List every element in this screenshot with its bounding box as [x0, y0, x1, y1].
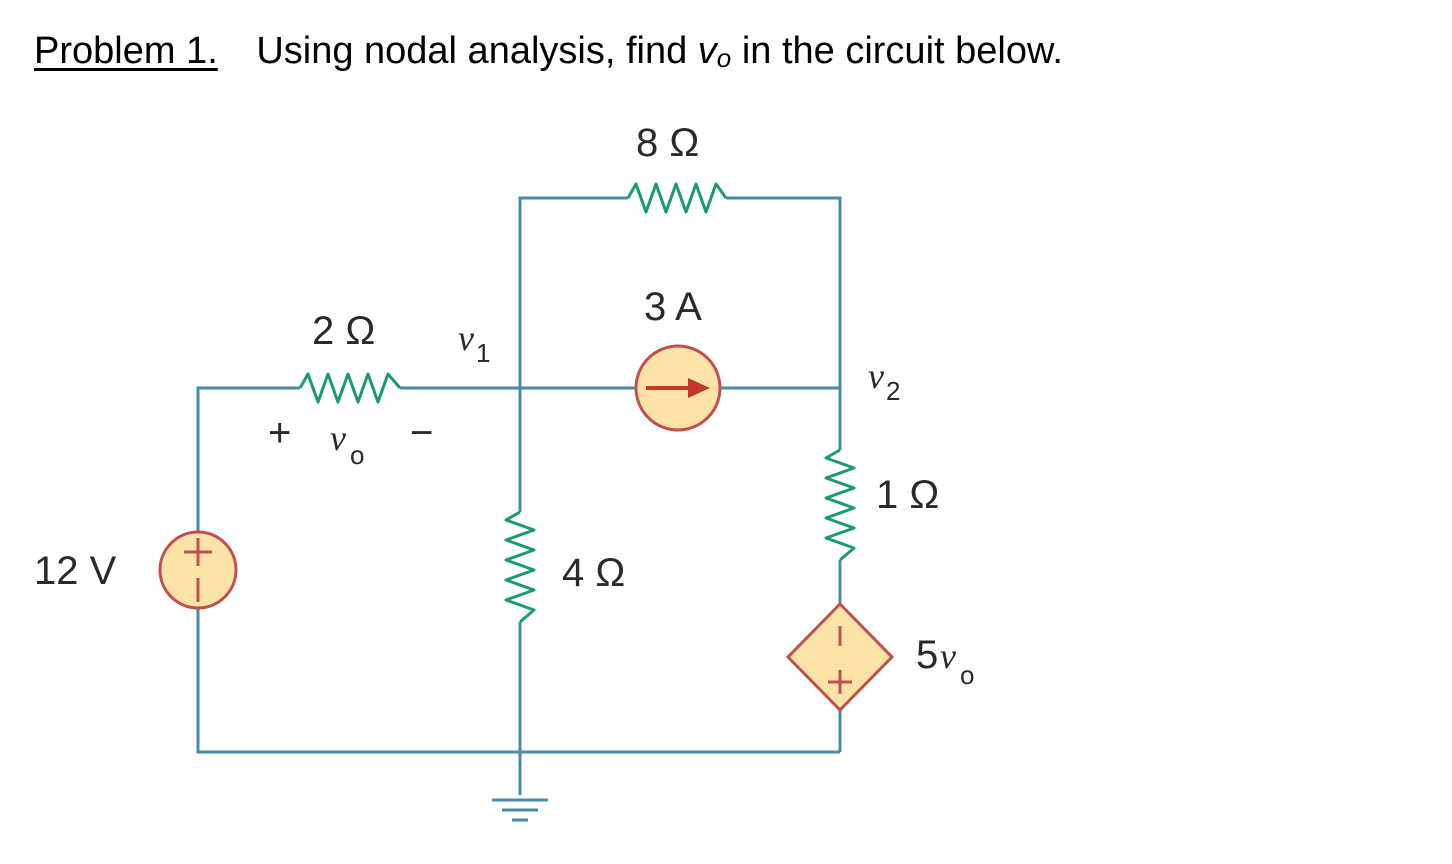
- problem-text-before: Using nodal analysis, find: [256, 30, 698, 72]
- label-vo-plus: +: [268, 411, 291, 455]
- resistor-2ohm: [298, 372, 402, 404]
- problem-statement: Problem 1. Using nodal analysis, find vo…: [34, 30, 1063, 73]
- label-dep-var: v: [940, 636, 956, 676]
- label-v1: v: [458, 318, 474, 358]
- label-8ohm: 8 Ω: [636, 121, 699, 165]
- resistor-4ohm: [504, 510, 536, 624]
- label-vo-sub: o: [350, 440, 364, 470]
- resistor-1ohm: [824, 448, 856, 562]
- label-1ohm: 1 Ω: [876, 473, 939, 517]
- label-dep-coef: 5: [916, 633, 938, 677]
- problem-var-sub: o: [716, 43, 732, 73]
- resistor-8ohm: [626, 182, 728, 214]
- label-3a: 3 A: [644, 285, 702, 329]
- label-v2-sub: 2: [886, 376, 900, 406]
- arrow-right-icon: [688, 378, 710, 398]
- ground-icon: [492, 798, 548, 822]
- voltage-source-12v: [158, 530, 238, 610]
- current-source-3a: [634, 344, 722, 432]
- label-vo-minus: −: [410, 411, 433, 455]
- problem-label: Problem 1.: [34, 30, 218, 72]
- label-2ohm: 2 Ω: [312, 309, 375, 353]
- label-4ohm: 4 Ω: [562, 551, 625, 595]
- wires: [196, 196, 842, 795]
- problem-text-after: in the circuit below.: [731, 30, 1063, 72]
- label-vo: v: [330, 418, 346, 458]
- wire-top-right: [726, 196, 842, 388]
- label-12v: 12 V: [34, 549, 117, 593]
- label-v2: v: [868, 356, 884, 396]
- dependent-voltage-source: [785, 601, 895, 713]
- wire-bottom: [196, 600, 840, 754]
- wire-left-top: [196, 386, 300, 540]
- label-dep-sub: o: [960, 660, 974, 690]
- problem-var: v: [697, 30, 717, 72]
- label-v1-sub: 1: [476, 338, 490, 368]
- wire-top-left: [518, 196, 628, 388]
